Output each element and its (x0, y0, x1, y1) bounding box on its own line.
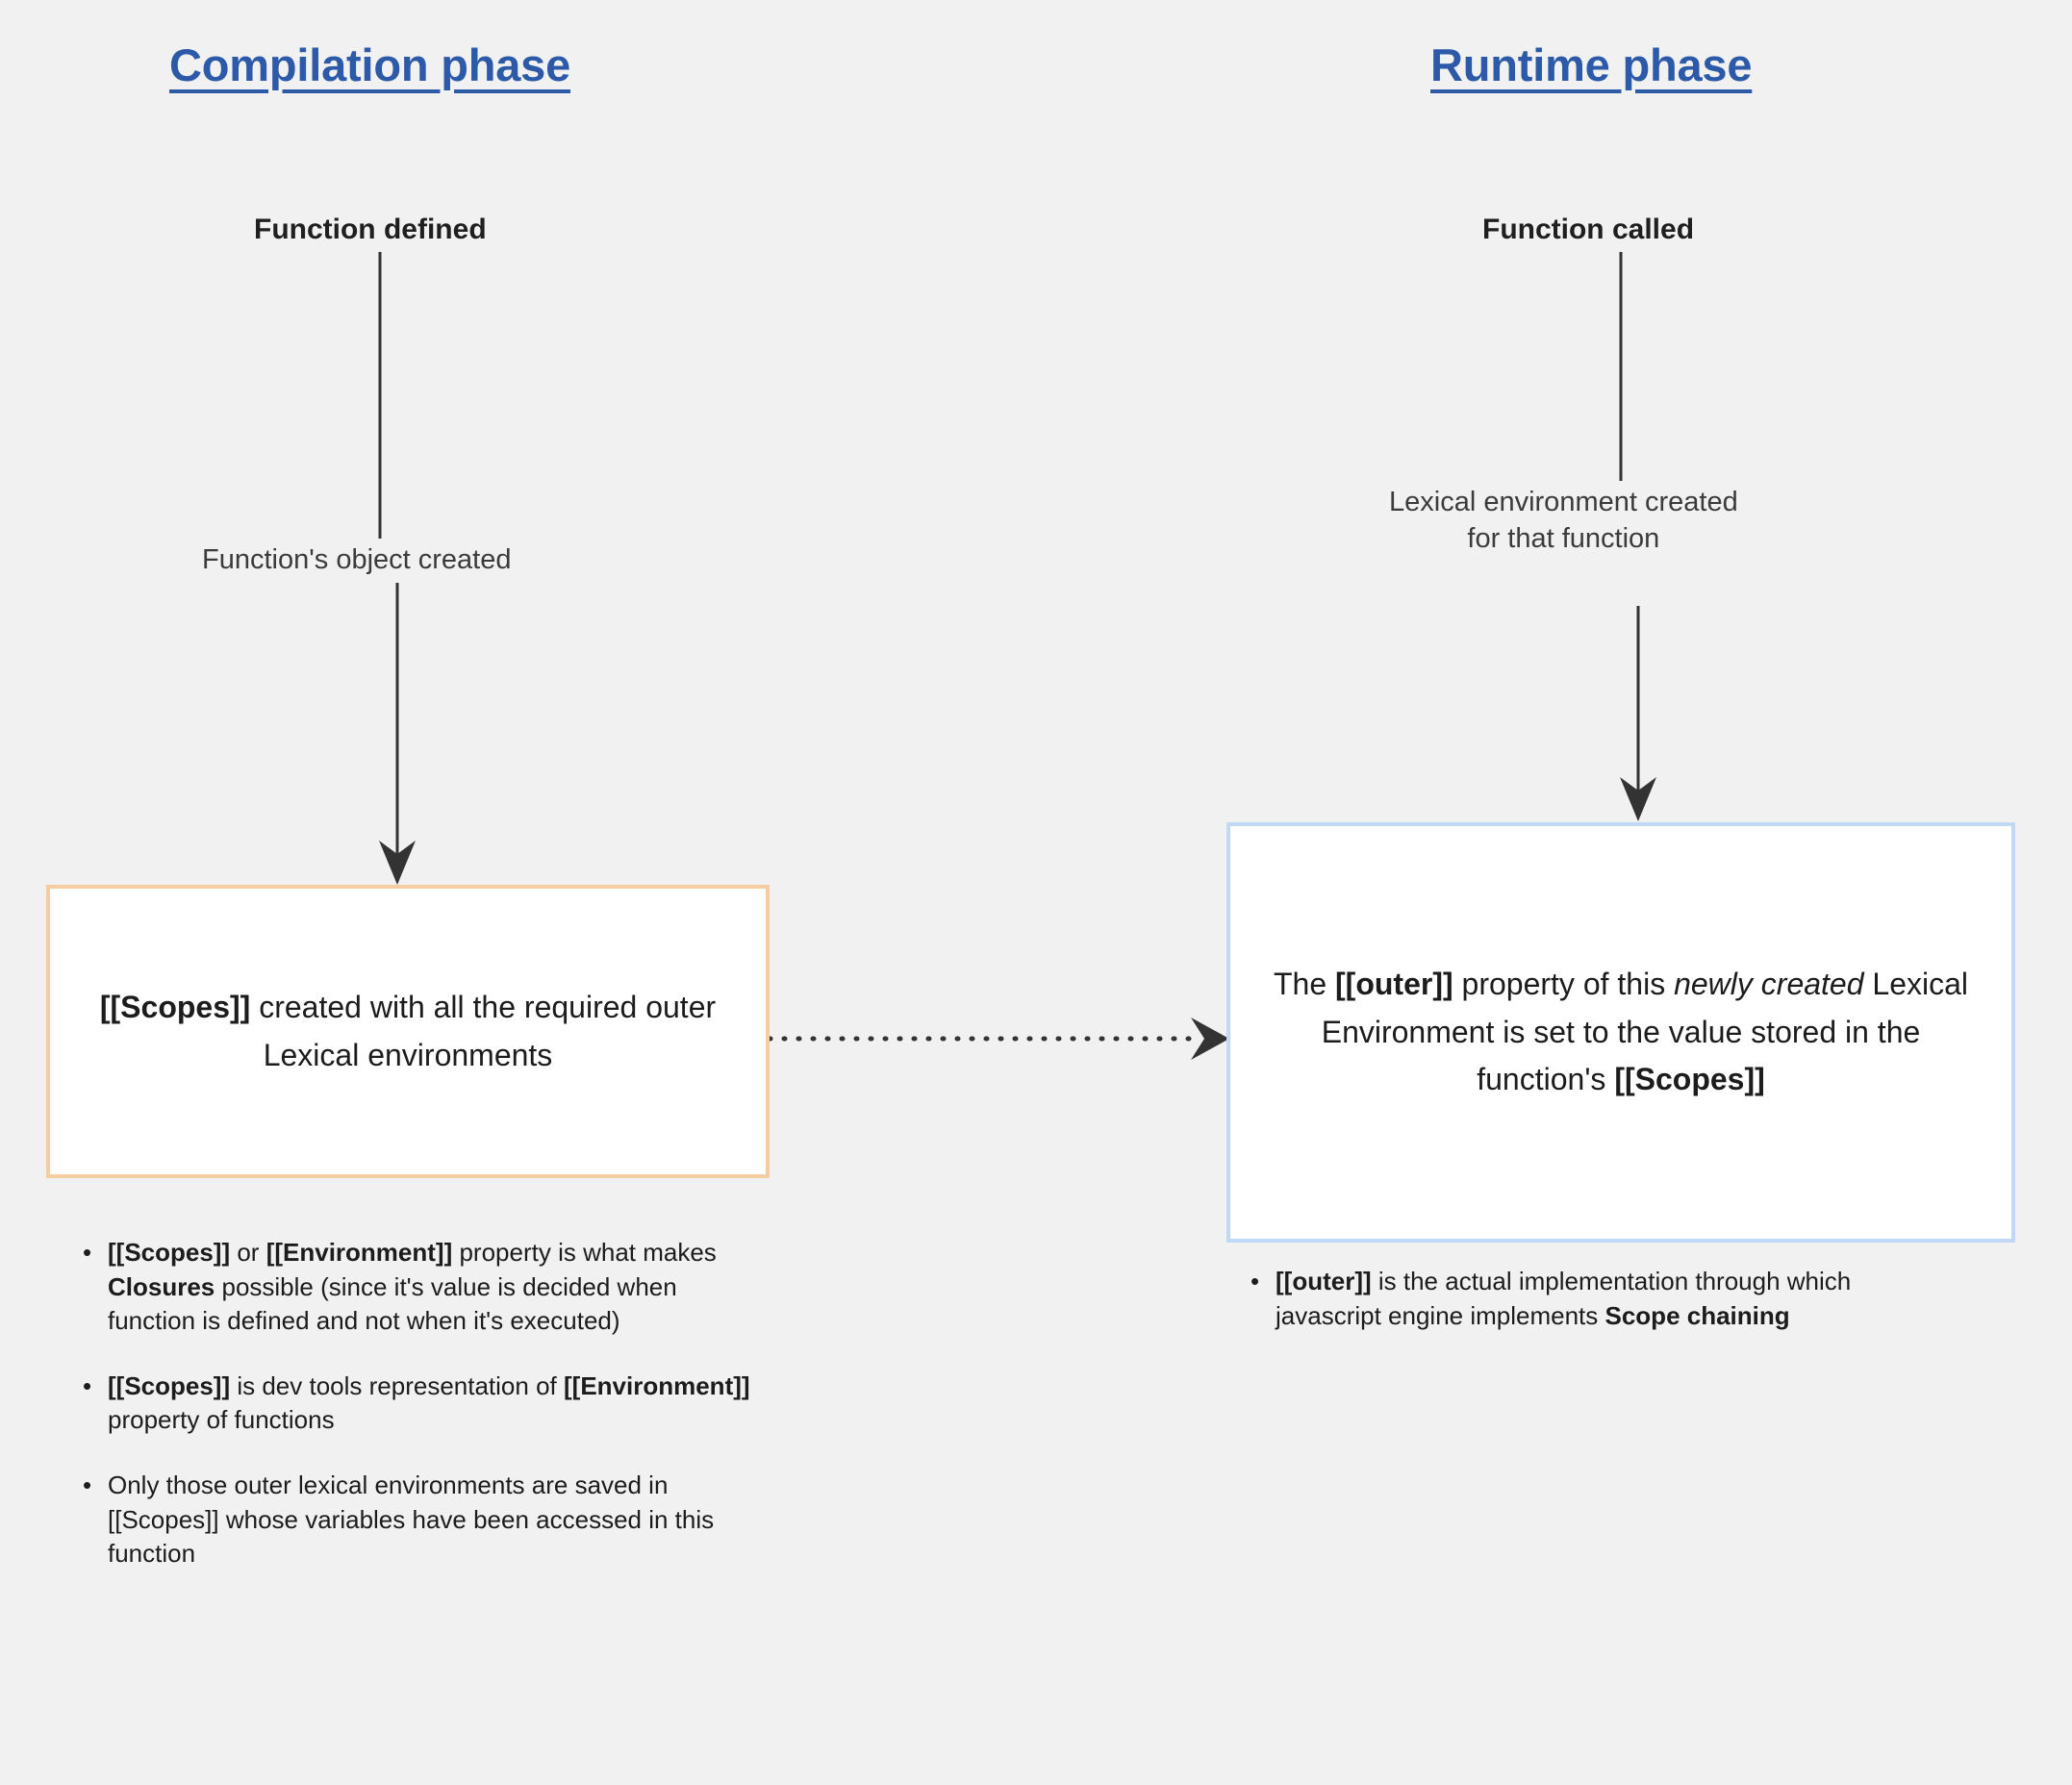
list-item: • [[Scopes]] is dev tools representation… (83, 1370, 756, 1438)
list-item-text: [[outer]] is the actual implementation t… (1276, 1265, 1962, 1333)
lexical-environment-created-line-1: Lexical environment created (1389, 487, 1738, 517)
newly-created-emphasis: newly created (1674, 967, 1864, 1002)
compilation-arrow-upper-segment (378, 252, 382, 550)
note-seg-plain: or (230, 1238, 266, 1267)
note-seg-bold: Scope chaining (1605, 1300, 1790, 1330)
list-item: • [[Scopes]] or [[Environment]] property… (83, 1236, 756, 1339)
scopes-box-rest: created with all the required outer Lexi… (250, 989, 717, 1072)
note-seg-bold: [[outer]] (1276, 1267, 1372, 1295)
lexical-environment-created-label: Lexical environment created for that fun… (1379, 481, 1748, 562)
note-seg-plain: possible (since it's value is decided wh… (108, 1271, 677, 1336)
outer-property-box-text: The [[outer]] property of this newly cre… (1259, 961, 1983, 1104)
runtime-phase-title: Runtime phase (1430, 39, 1753, 90)
outer-box-seg-the: The (1273, 967, 1336, 1002)
note-seg-plain: property is what makes (452, 1238, 717, 1267)
note-seg-bold: Closures (108, 1271, 215, 1301)
compilation-phase-title: Compilation phase (169, 39, 571, 90)
outer-property-box: The [[outer]] property of this newly cre… (1226, 822, 2015, 1243)
list-item-text: Only those outer lexical environments ar… (108, 1471, 715, 1569)
bullet-icon: • (83, 1370, 92, 1400)
scopes-created-box: [[Scopes]] created with all the required… (46, 885, 770, 1178)
runtime-arrow-upper-segment (1619, 252, 1623, 492)
note-seg-plain: property of functions (108, 1405, 335, 1435)
note-seg-bold: [[Environment]] (265, 1238, 453, 1267)
outer-box-seg-is-set-to: Lexical Environment is set to the value … (1321, 967, 1969, 1097)
function-object-created-label: Function's object created (192, 539, 521, 583)
runtime-notes-list: • [[outer]] is the actual implementation… (1251, 1265, 1962, 1364)
note-seg-bold: [[Scopes]] (108, 1238, 231, 1267)
function-called-caption: Function called (1482, 214, 1695, 245)
list-item: • Only those outer lexical environments … (83, 1469, 756, 1571)
list-item-text: [[Scopes]] or [[Environment]] property i… (108, 1236, 756, 1339)
scopes-created-box-text: [[Scopes]] created with all the required… (75, 984, 741, 1079)
scopes-token: [[Scopes]] (99, 989, 251, 1024)
function-defined-caption: Function defined (254, 214, 487, 245)
lexical-environment-created-line-2: for that function (1467, 522, 1660, 554)
note-seg-plain: is dev tools representation of (230, 1370, 564, 1400)
note-seg-plain: is the actual implementation through whi… (1276, 1267, 1852, 1330)
bullet-icon: • (1251, 1267, 1260, 1295)
list-item-text: [[Scopes]] is dev tools representation o… (108, 1370, 756, 1438)
bullet-icon: • (83, 1471, 92, 1500)
compilation-arrow-lower-segment (379, 579, 416, 885)
outer-token: [[outer]] (1335, 967, 1453, 1002)
scopes-token-right: [[Scopes]] (1614, 1062, 1765, 1097)
cross-phase-dotted-connector (770, 1018, 1229, 1060)
bullet-icon: • (83, 1238, 92, 1267)
list-item: • [[outer]] is the actual implementation… (1251, 1265, 1962, 1333)
compilation-notes-list: • [[Scopes]] or [[Environment]] property… (83, 1236, 756, 1602)
note-seg-bold: [[Scopes]] (108, 1370, 231, 1400)
outer-box-seg-property-of-this: property of this (1453, 967, 1675, 1002)
note-seg-bold: [[Environment]] (564, 1370, 750, 1400)
runtime-arrow-lower-segment (1620, 606, 1656, 821)
